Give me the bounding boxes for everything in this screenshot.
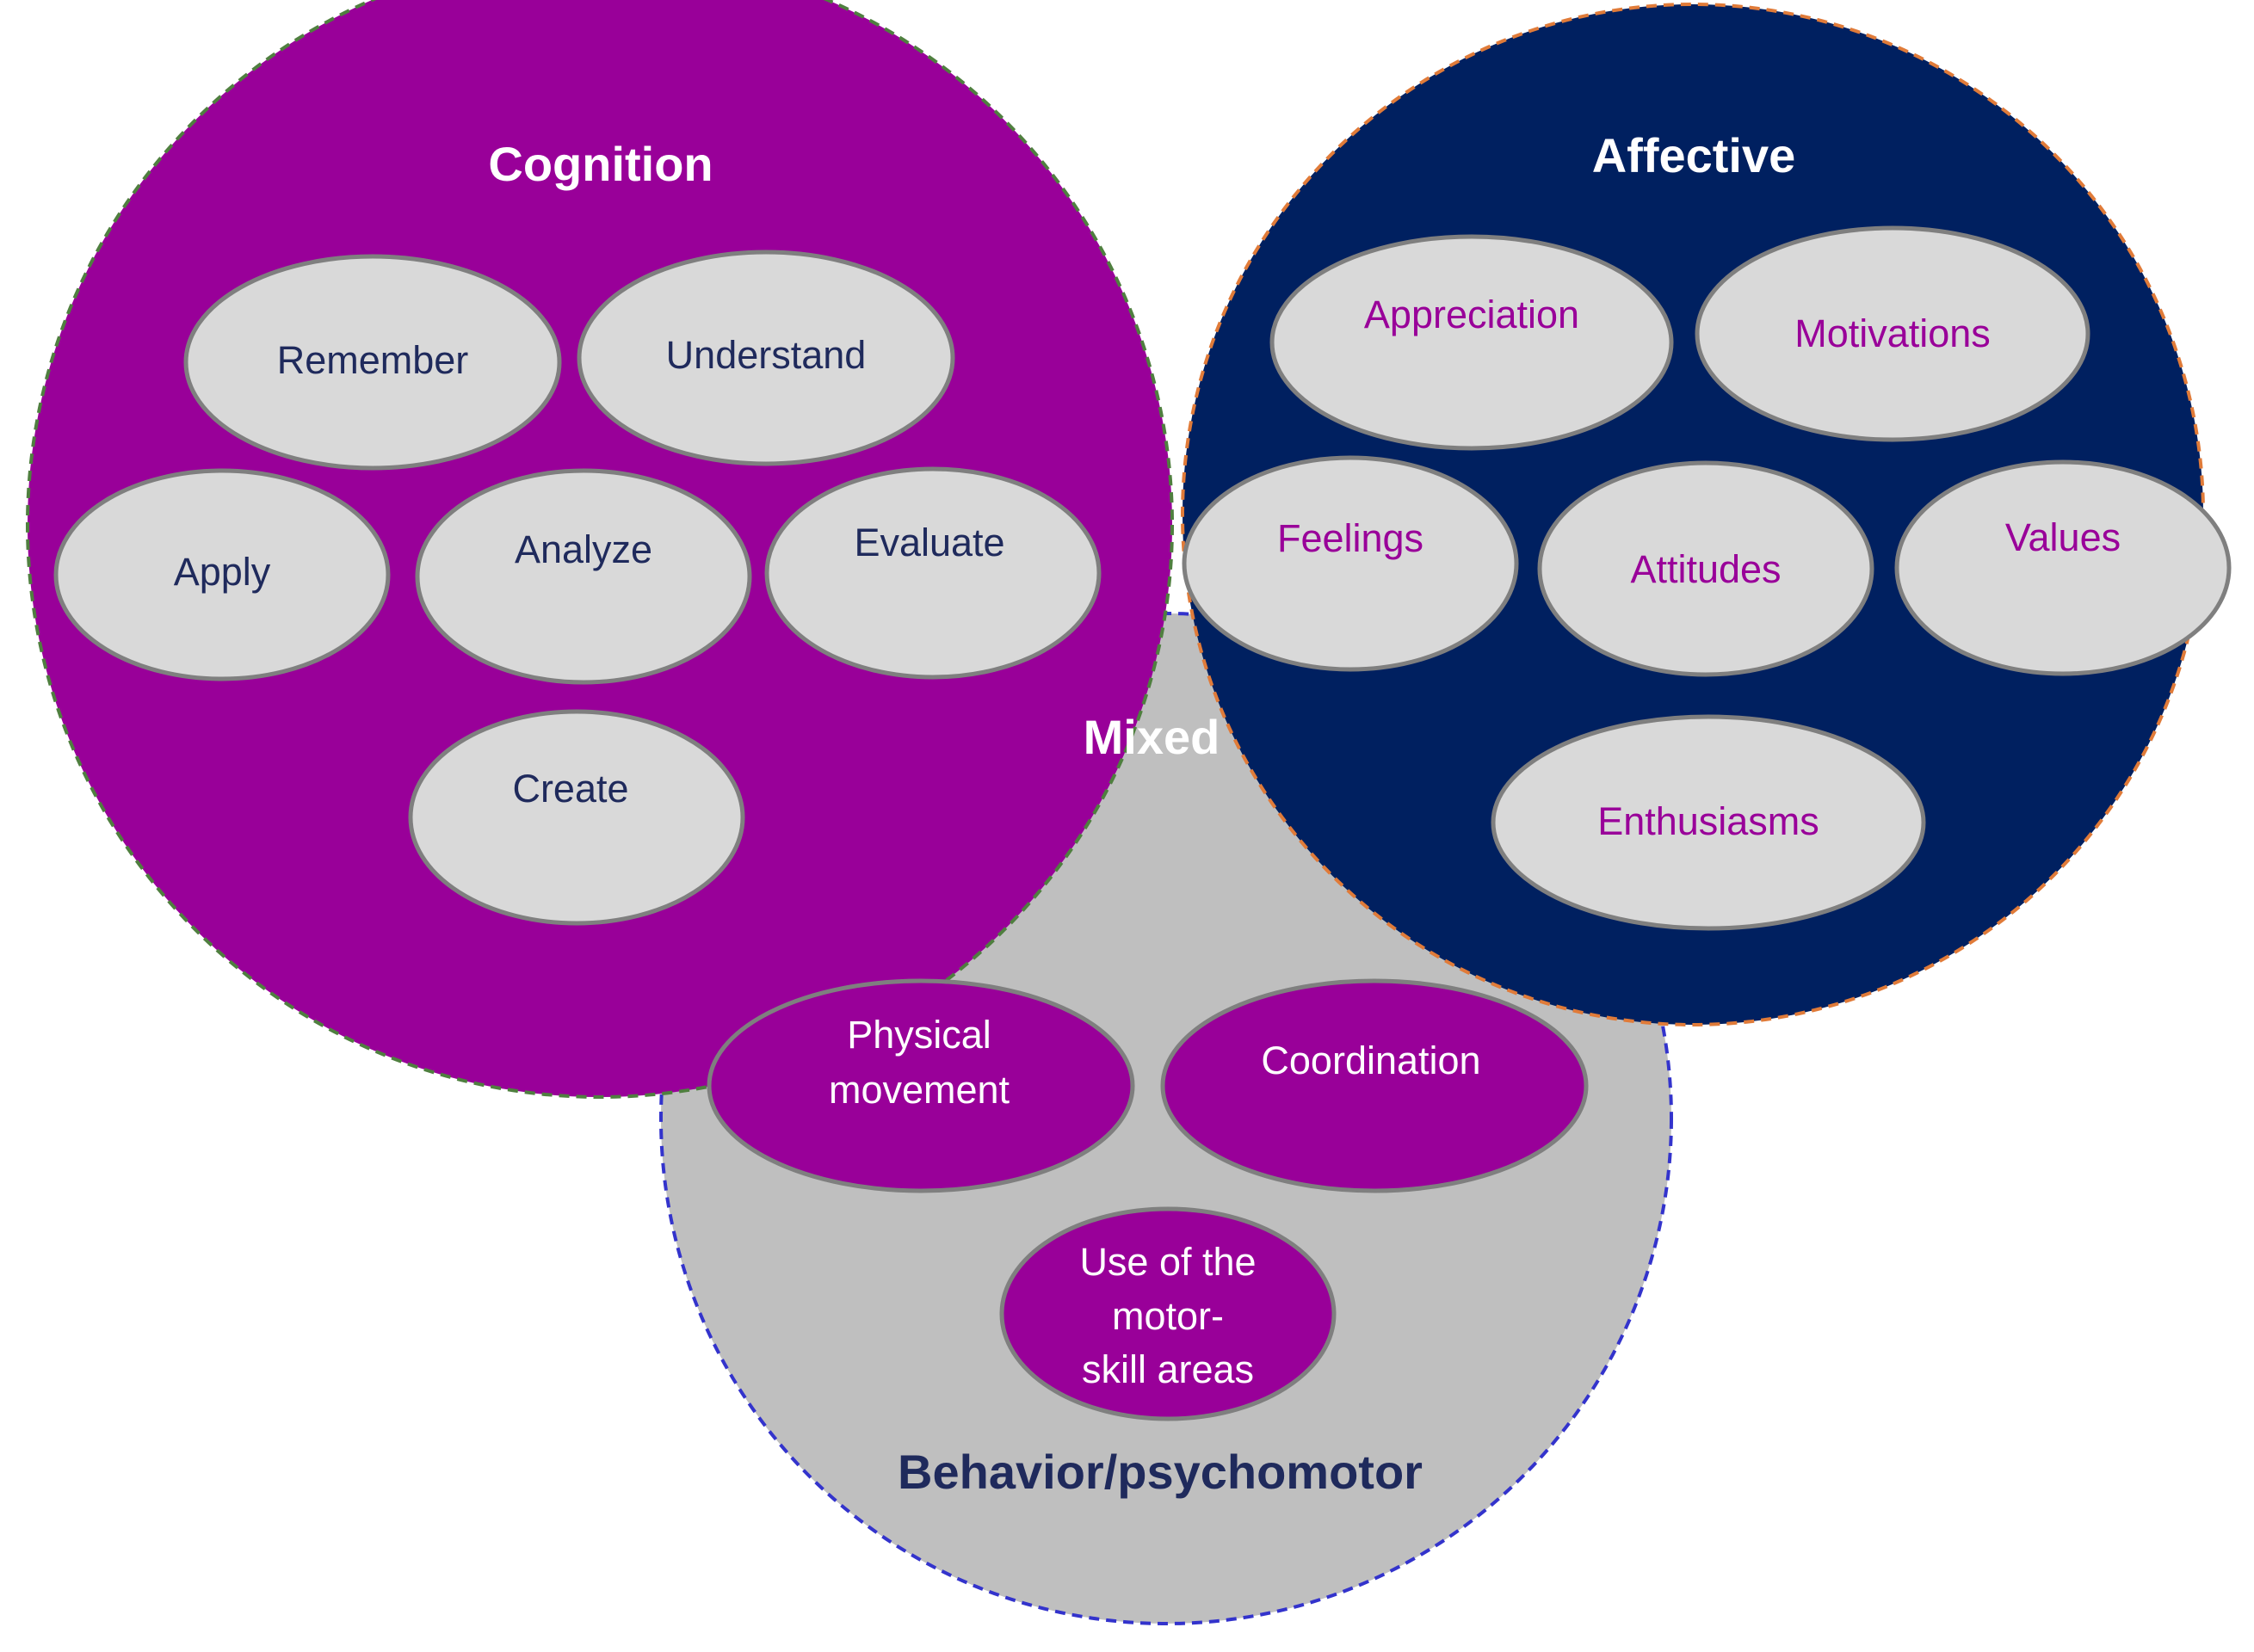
affective-bubble-label: Feelings	[1277, 516, 1423, 560]
affective-bubble-appreciation: Appreciation	[1269, 234, 1674, 451]
affective-bubble-enthusiasms: Enthusiasms	[1491, 714, 1926, 931]
affective-bubble-feelings: Feelings	[1182, 455, 1519, 672]
mixed-overlap-label: Mixed	[1084, 710, 1220, 764]
behavior-bubble-label: motor-	[1112, 1294, 1224, 1338]
behavior-bubble-label: Physical	[847, 1013, 991, 1057]
cognition-bubble-label: Analyze	[515, 527, 652, 571]
affective-bubble-label: Values	[2005, 515, 2121, 559]
cognition-bubble-remember: Remember	[183, 254, 562, 471]
cognition-bubble-label: Evaluate	[854, 521, 1004, 564]
affective-bubble-label: Motivations	[1794, 311, 1991, 355]
behavior-bubble-label: skill areas	[1082, 1347, 1254, 1391]
cognition-bubble-evaluate: Evaluate	[764, 466, 1102, 680]
cognition-bubble-analyze: Analyze	[415, 468, 752, 685]
cognition-bubble-create: Create	[408, 709, 745, 926]
behavior-bubble-label: movement	[829, 1068, 1010, 1112]
cognition-bubble-apply: Apply	[53, 468, 391, 681]
affective-bubble-attitudes: Attitudes	[1537, 460, 1874, 677]
behavior-title: Behavior/psychomotor	[898, 1445, 1423, 1499]
affective-bubble-label: Attitudes	[1630, 547, 1781, 591]
affective-bubble-label: Enthusiasms	[1597, 799, 1819, 843]
cognition-bubble-understand: Understand	[577, 250, 955, 466]
cognition-bubble-label: Understand	[666, 333, 867, 377]
affective-bubble-values: Values	[1894, 459, 2232, 676]
cognition-bubble-label: Create	[512, 767, 628, 811]
cognition-title: Cognition	[488, 137, 713, 191]
behavior-bubble-label: Use of the	[1079, 1240, 1256, 1284]
behavior-bubble-coordination: Coordination	[1160, 978, 1589, 1193]
affective-bubble-motivations: Motivations	[1695, 225, 2090, 442]
behavior-bubble-label: Coordination	[1261, 1039, 1480, 1082]
behavior-bubble-motor-skill: Use of the motor- skill areas	[999, 1206, 1337, 1421]
affective-bubble-label: Appreciation	[1364, 293, 1579, 336]
behavior-bubble-physical-movement: Physical movement	[707, 978, 1135, 1193]
cognition-bubble-label: Apply	[174, 550, 271, 594]
cognition-bubble-label: Remember	[277, 338, 469, 382]
affective-title: Affective	[1592, 128, 1796, 182]
